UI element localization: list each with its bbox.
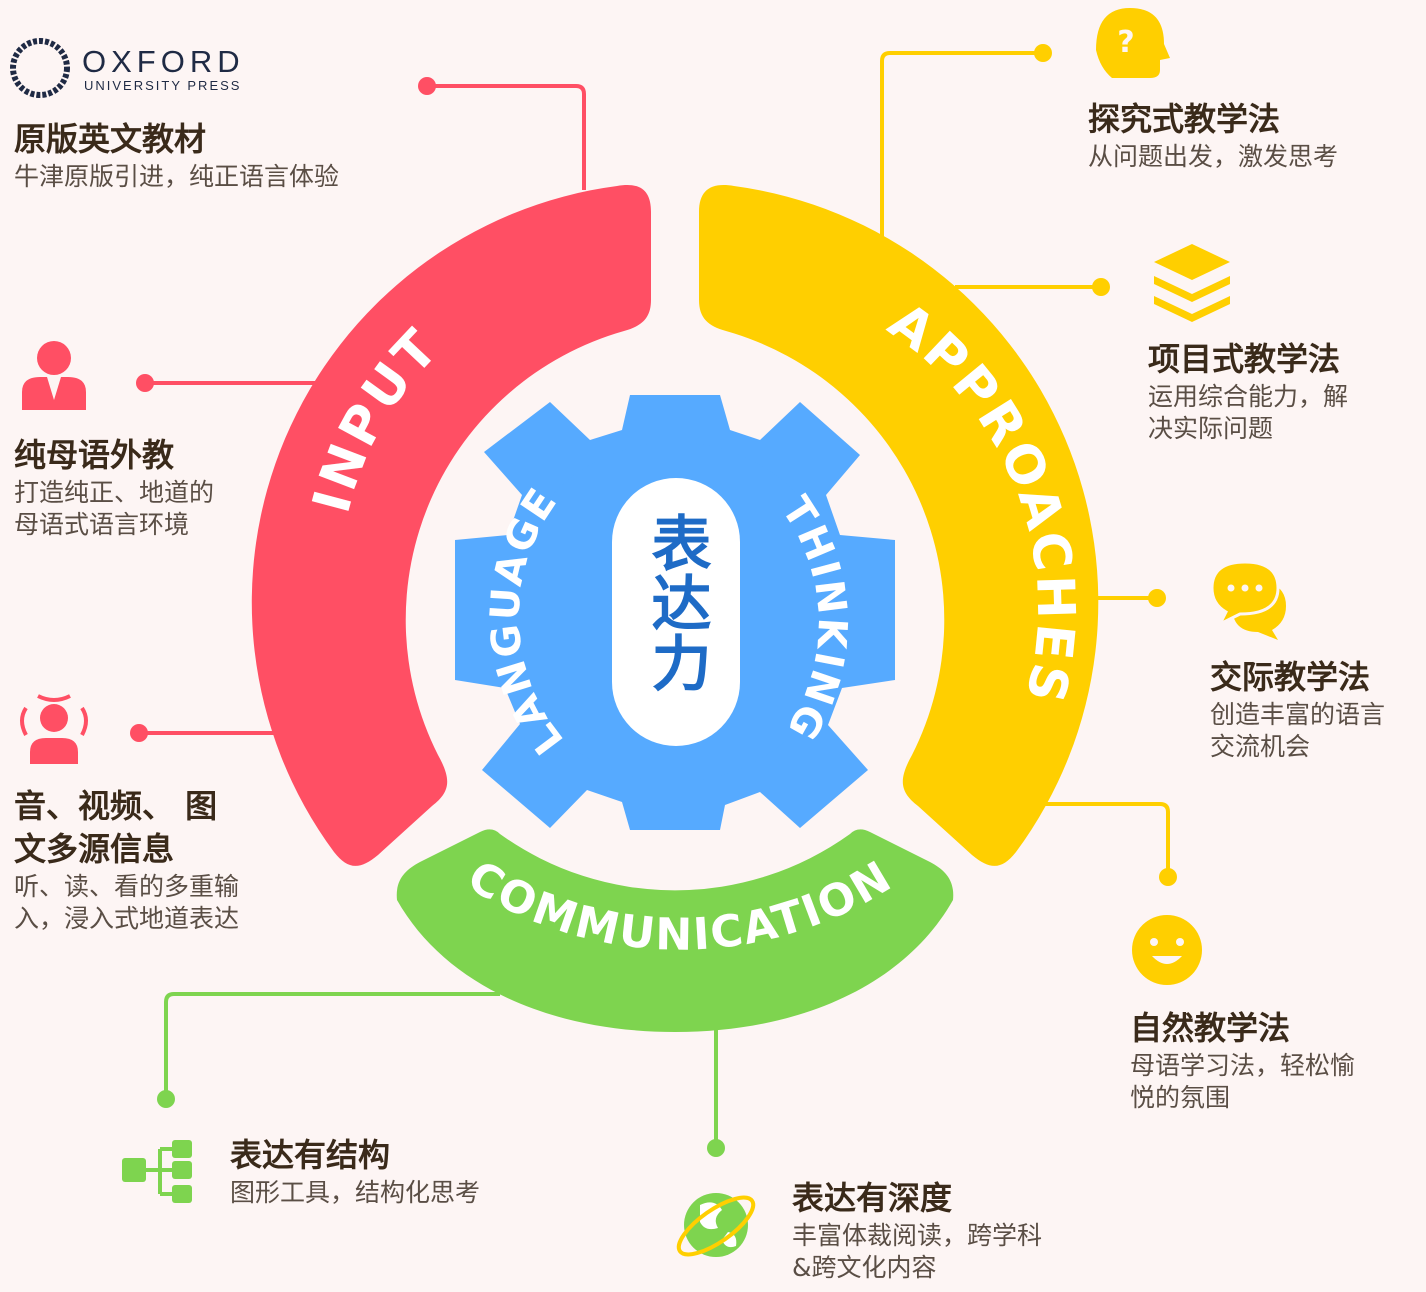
item-title: 交际教学法 [1210,658,1371,696]
approach-connectors [880,44,1177,886]
item-title: 纯母语外教 [14,436,175,474]
oxford-logo-icon [10,38,70,98]
chat-bubbles-icon [1210,560,1286,640]
item-desc-line-2: 悦的氛围 [1130,1083,1231,1113]
item-desc: 牛津原版引进，纯正语言体验 [14,162,340,192]
item-desc-line-2: 决实际问题 [1148,414,1274,444]
logo-subtitle: UNIVERSITY PRESS [84,78,242,93]
smiley-icon [1132,915,1202,985]
approach-item-natural: 自然教学法 母语学习法，轻松愉 悦的氛围 [1130,1007,1355,1114]
item-desc: 从问题出发，激发思考 [1088,142,1339,172]
teacher-icon [22,341,86,410]
input-segment [251,185,651,866]
input-connectors [130,77,586,742]
globe-icon [676,1193,756,1257]
question-head-icon: ? [1096,8,1170,78]
item-title: 探究式教学法 [1088,100,1281,138]
communication-segment [396,829,954,1032]
layers-icon [1154,244,1230,322]
approach-item-communicative: 交际教学法 创造丰富的语言 交流机会 [1210,656,1385,763]
approaches-segment [699,185,1099,866]
svg-text:?: ? [1117,25,1134,60]
input-item-textbooks: 原版英文教材 牛津原版引进，纯正语言体验 [14,118,339,193]
logo-wordmark: OXFORD [82,44,245,79]
item-title-line-1: 音、视频、 图 [14,787,218,825]
communication-connectors [157,992,725,1157]
item-desc-line-2: 入，浸入式地道表达 [14,904,240,934]
item-desc-line-2: 母语式语言环境 [14,510,190,540]
item-desc-line-2: &跨文化内容 [792,1253,937,1283]
item-desc: 图形工具，结构化思考 [230,1178,481,1208]
item-desc-line-1: 丰富体裁阅读，跨学科 [792,1221,1043,1251]
communication-item-depth: 表达有深度 丰富体裁阅读，跨学科 &跨文化内容 [792,1177,1042,1284]
input-item-native-teacher: 纯母语外教 打造纯正、地道的 母语式语言环境 [14,434,214,541]
item-title: 原版英文教材 [14,120,207,158]
center-label: 表达力 [641,512,711,692]
item-title: 表达有深度 [792,1179,953,1217]
tree-structure-icon [122,1140,192,1203]
item-title: 自然教学法 [1130,1009,1291,1047]
item-title-line-2: 文多源信息 [14,830,175,869]
center-pill [612,478,740,746]
item-desc-line-2: 交流机会 [1210,732,1311,762]
communication-item-structure: 表达有结构 图形工具，结构化思考 [230,1134,480,1209]
input-item-multimedia: 音、视频、 图 文多源信息 听、读、看的多重输 入，浸入式地道表达 [14,785,239,935]
speaker-person-icon [20,694,88,764]
item-title: 表达有结构 [230,1136,391,1174]
item-desc-line-1: 打造纯正、地道的 [14,478,215,508]
approach-item-project: 项目式教学法 运用综合能力，解 决实际问题 [1148,338,1348,445]
approach-item-inquiry: 探究式教学法 从问题出发，激发思考 [1088,98,1338,173]
item-desc-line-1: 创造丰富的语言 [1210,700,1386,730]
item-title: 项目式教学法 [1148,340,1341,378]
item-desc-line-1: 听、读、看的多重输 [14,872,240,902]
item-desc-line-1: 运用综合能力，解 [1148,382,1349,412]
item-desc-line-1: 母语学习法，轻松愉 [1130,1051,1356,1081]
